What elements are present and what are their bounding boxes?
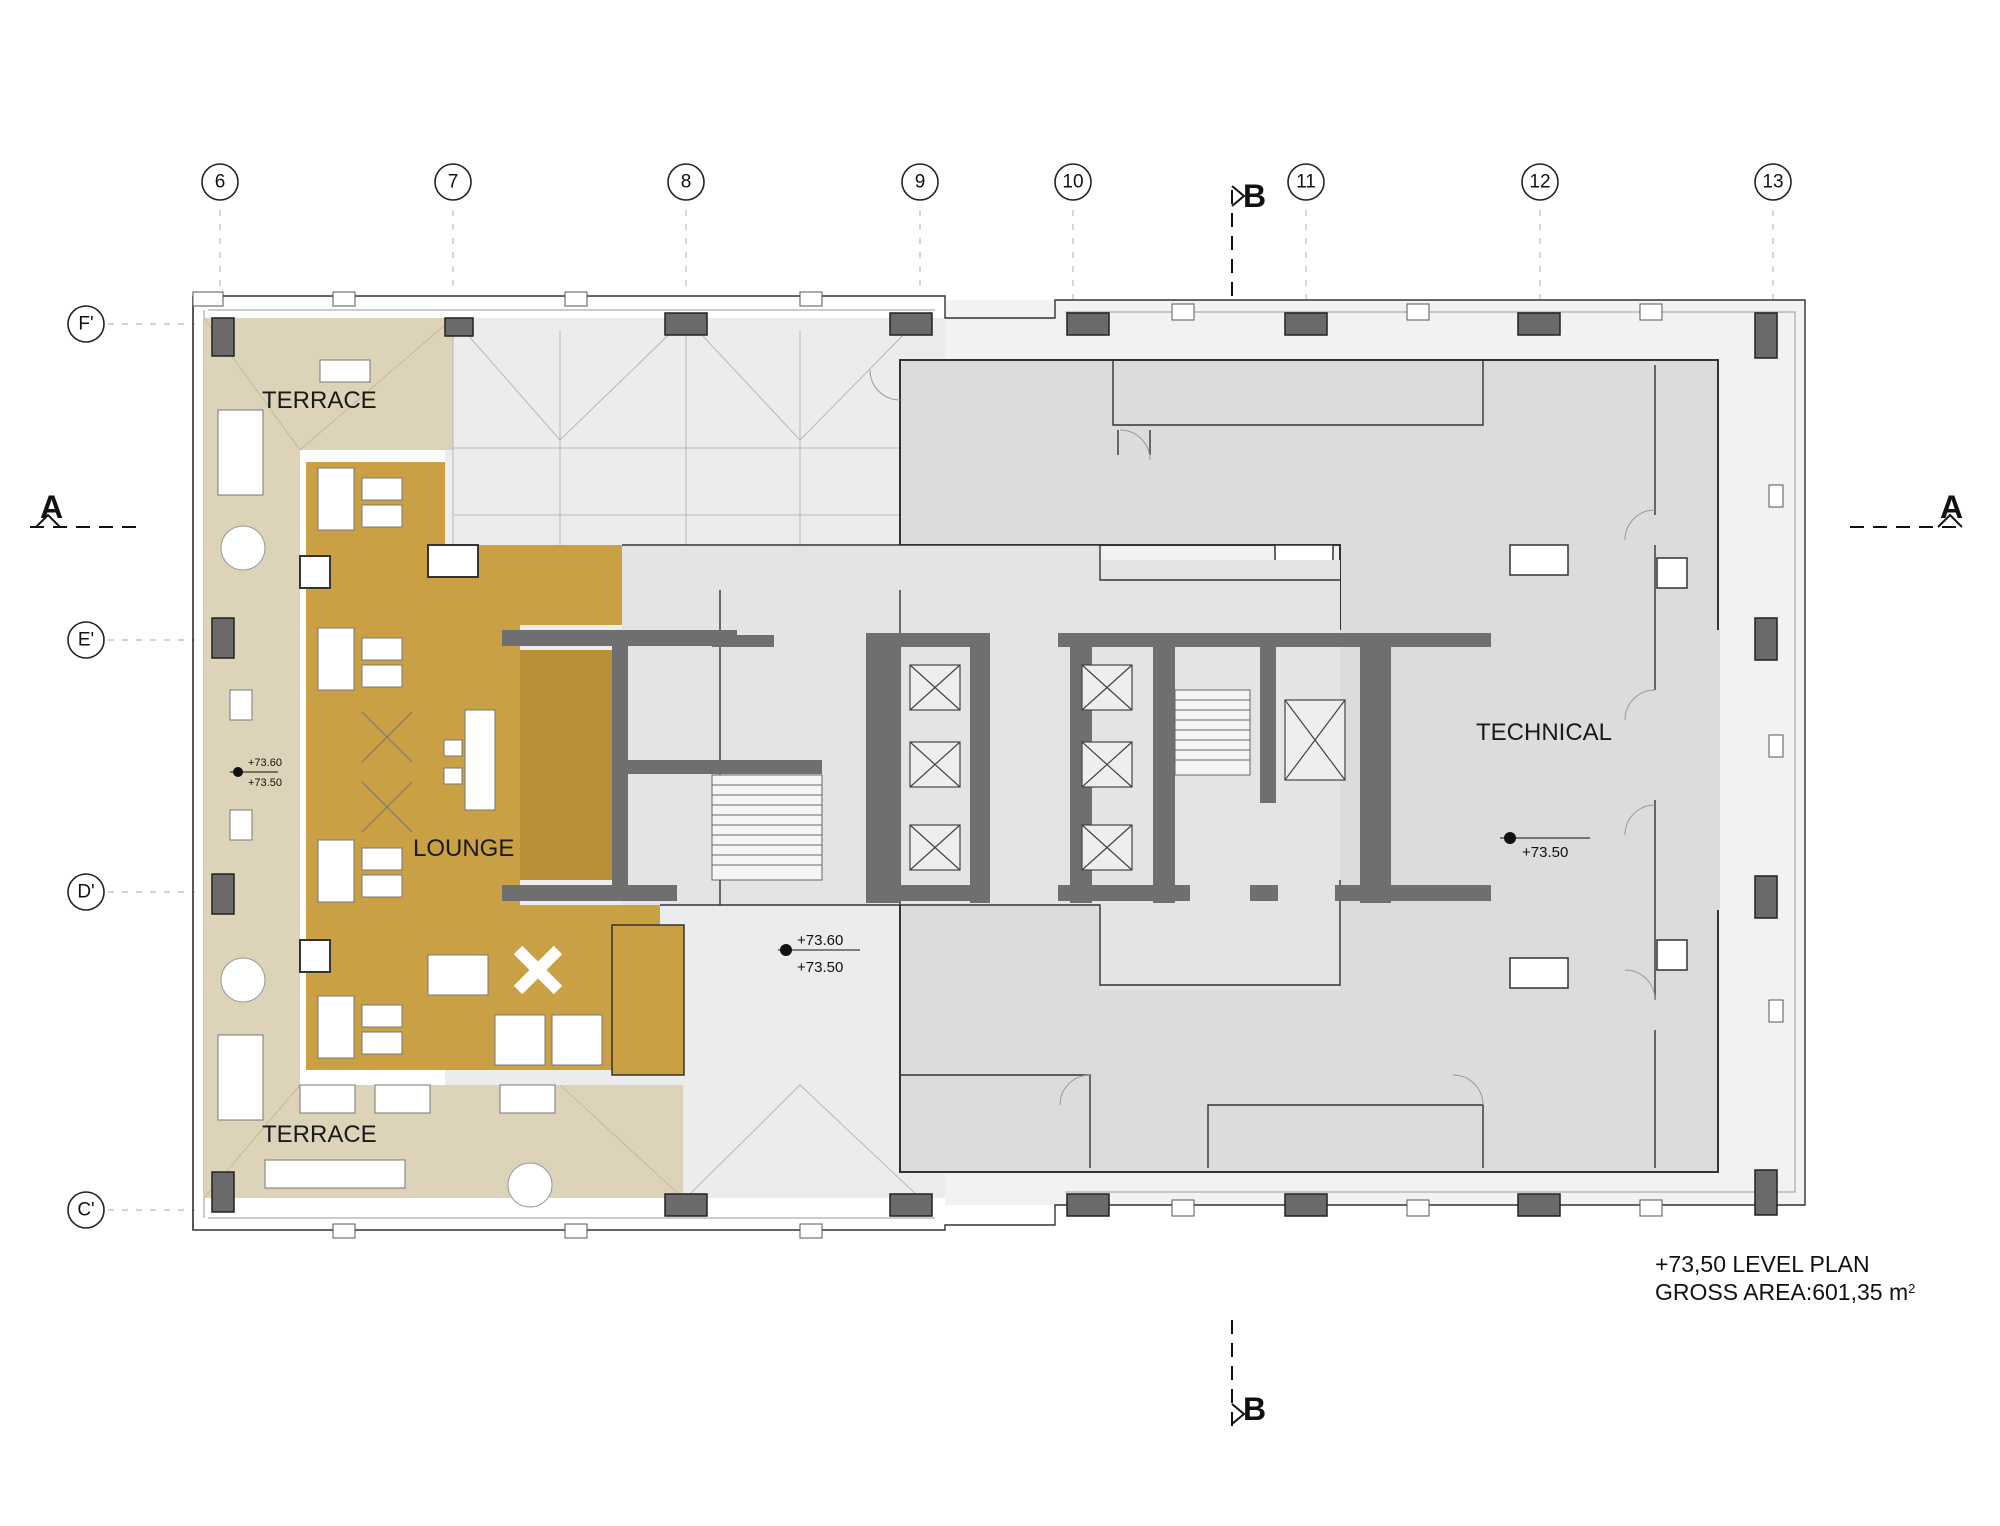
room-label-terrace-top: TERRACE — [262, 387, 377, 414]
columns — [211, 312, 1778, 1217]
level-marker-corridor: +73.60 +73.50 — [778, 932, 860, 976]
gross-area-unit-exponent: 2 — [1908, 1281, 1916, 1296]
grid-bubble-10: 10 — [1054, 163, 1092, 201]
level-marker-terrace: +73.60 +73.50 — [230, 757, 282, 789]
svg-text:9: 9 — [915, 172, 926, 193]
gross-area: GROSS AREA:601,35 m2 — [1655, 1278, 1915, 1306]
room-label-terrace-bottom: TERRACE — [262, 1121, 377, 1148]
grid-bubble-e: E' — [67, 621, 105, 659]
svg-text:E': E' — [78, 630, 94, 651]
elevators — [909, 664, 1346, 871]
grid-column-bubbles: 6 7 8 9 10 11 12 13 — [201, 163, 1792, 201]
svg-text:+73.60: +73.60 — [797, 932, 843, 949]
grid-bubble-7: 7 — [434, 163, 472, 201]
svg-text:13: 13 — [1762, 172, 1783, 193]
grid-bubble-d: D' — [67, 873, 105, 911]
plan-title-block: +73,50 LEVEL PLAN GROSS AREA:601,35 m2 — [1655, 1250, 1915, 1306]
furniture — [217, 359, 603, 1208]
svg-text:A: A — [40, 489, 63, 525]
svg-text:B: B — [1243, 1391, 1266, 1427]
svg-text:D': D' — [77, 882, 94, 903]
core-corridors — [622, 544, 1341, 990]
grid-row-bubbles: F' E' D' C' — [67, 305, 105, 1229]
core-walls — [502, 630, 1491, 903]
svg-text:+73.60: +73.60 — [248, 757, 282, 769]
gross-area-text: GROSS AREA:601,35 m — [1655, 1279, 1909, 1305]
svg-text:+73.50: +73.50 — [1522, 844, 1568, 861]
svg-text:+73.50: +73.50 — [797, 959, 843, 976]
grid-bubble-f: F' — [67, 305, 105, 343]
room-label-technical: TECHNICAL — [1476, 719, 1612, 746]
section-marker-a-left: A — [30, 489, 145, 528]
section-marker-b-bottom: B — [1231, 1320, 1266, 1430]
grid-bubble-12: 12 — [1521, 163, 1559, 201]
plan-title: +73,50 LEVEL PLAN — [1655, 1251, 1870, 1277]
svg-text:7: 7 — [448, 172, 459, 193]
section-marker-a-right: A — [1850, 489, 1963, 528]
grid-bubble-c: C' — [67, 1191, 105, 1229]
level-marker-technical: +73.50 — [1500, 832, 1590, 861]
grid-axis-lines — [108, 210, 1774, 1211]
svg-text:A: A — [1940, 489, 1963, 525]
section-marker-b-top: B — [1231, 178, 1266, 300]
svg-text:+73.50: +73.50 — [248, 777, 282, 789]
stairs — [711, 689, 1251, 881]
grid-bubble-13: 13 — [1754, 163, 1792, 201]
svg-text:11: 11 — [1296, 172, 1316, 193]
svg-text:B: B — [1243, 178, 1266, 214]
grid-bubble-8: 8 — [667, 163, 705, 201]
room-label-lounge: LOUNGE — [413, 835, 514, 862]
svg-text:12: 12 — [1529, 172, 1550, 193]
grid-bubble-6: 6 — [201, 163, 239, 201]
svg-text:C': C' — [77, 1200, 94, 1221]
svg-text:10: 10 — [1062, 172, 1083, 193]
svg-text:F': F' — [78, 314, 93, 335]
svg-text:6: 6 — [215, 172, 226, 193]
grid-bubble-11: 11 — [1287, 163, 1325, 201]
grid-bubble-9: 9 — [901, 163, 939, 201]
svg-text:8: 8 — [681, 172, 692, 193]
